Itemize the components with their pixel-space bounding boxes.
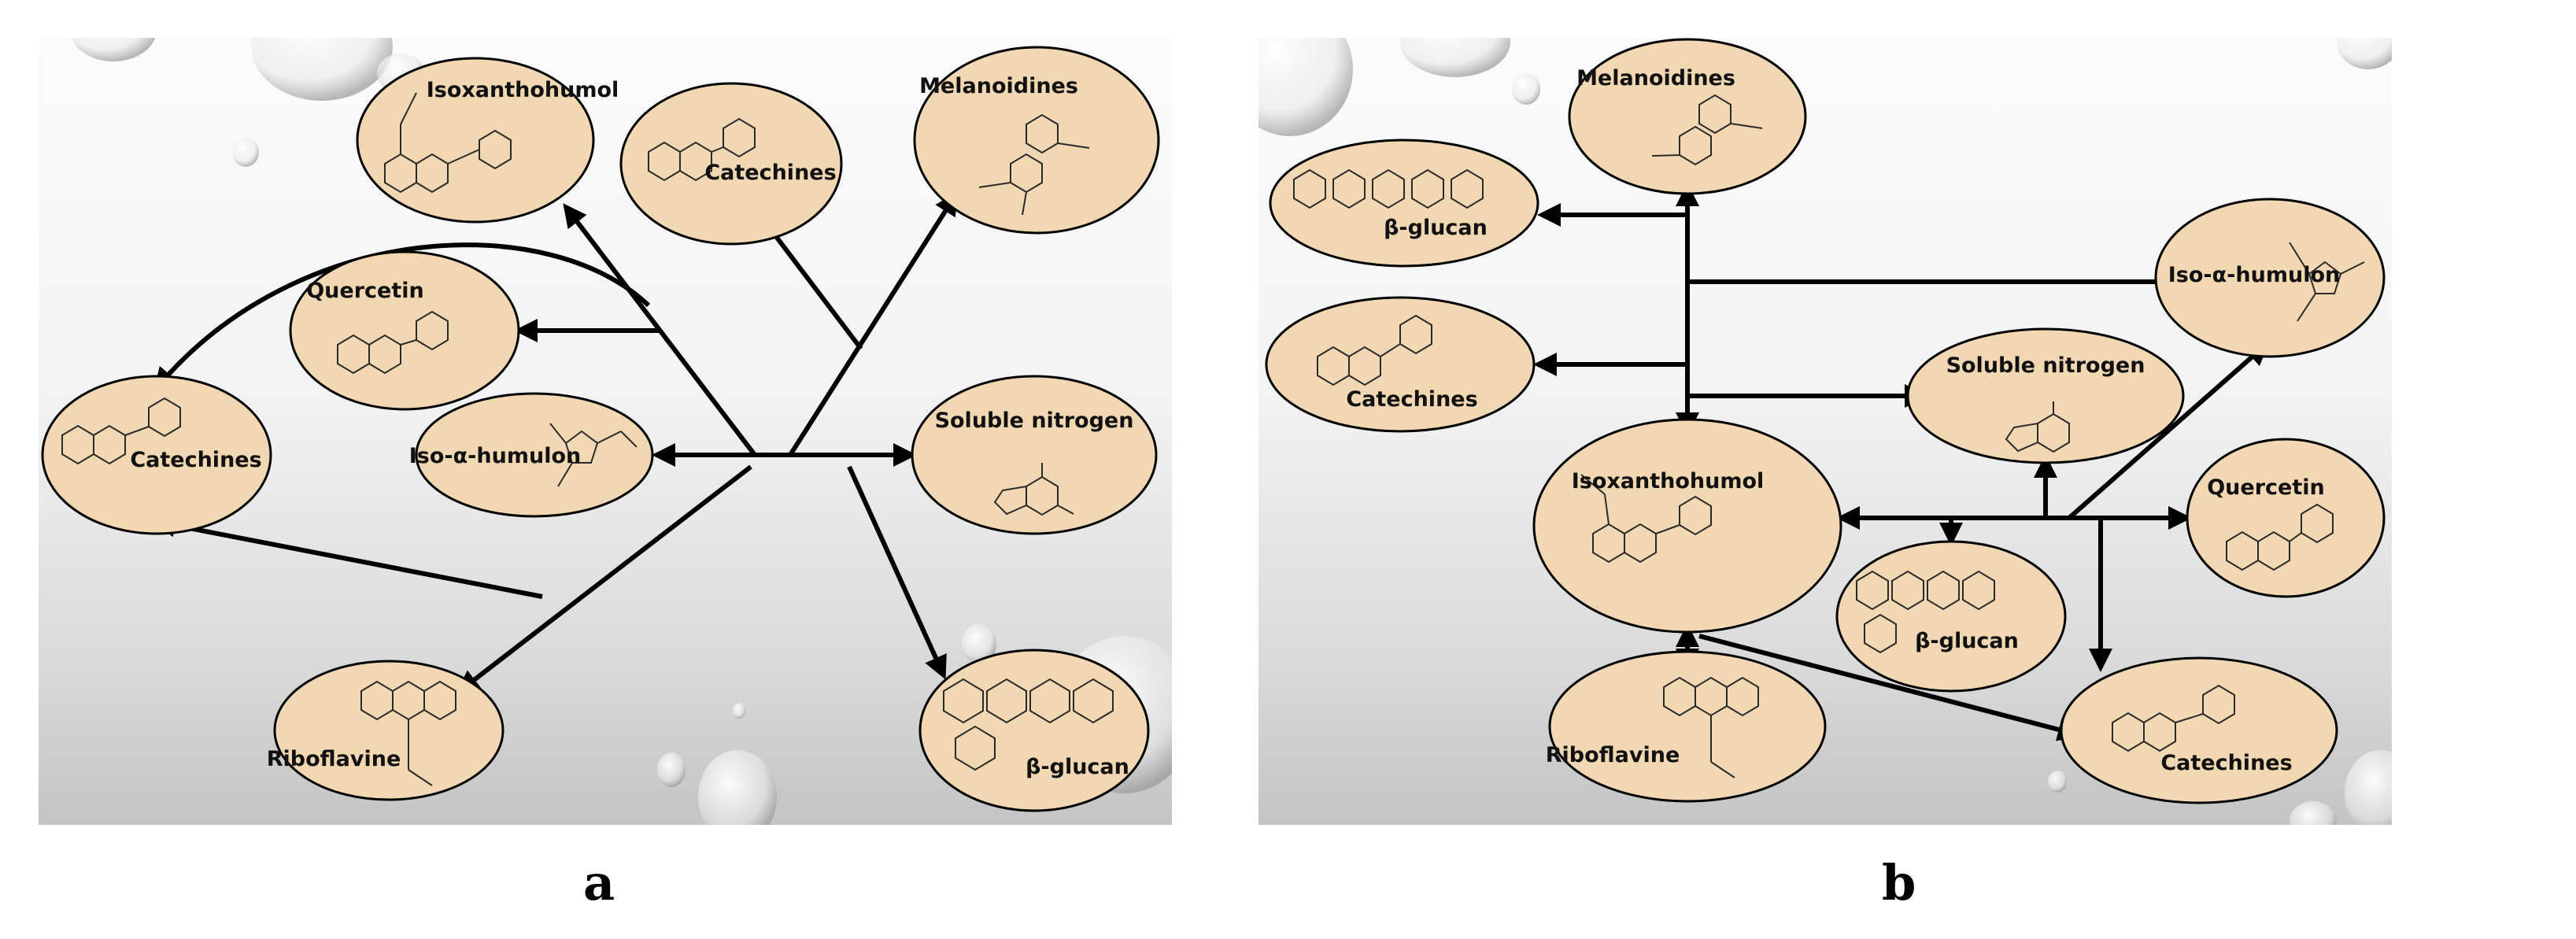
stem-to-riboflavine [456, 464, 752, 694]
node-melanoidines: Melanoidines [1568, 38, 1807, 195]
molecule-icon [2005, 401, 2070, 453]
stem-to-melanoidines [788, 190, 959, 457]
node-label: Quercetin [306, 279, 424, 303]
diagram-panel-b: Melanoidines β-glucan Iso-α-humulon [1258, 38, 2392, 825]
node-riboflavine: Riboflavine [267, 660, 504, 801]
stem-to-catechines-top [759, 215, 863, 350]
diagonal-to-iso-alpha-humulon [2068, 342, 2270, 520]
node-label: Soluble nitrogen [935, 409, 1134, 433]
molecule-icon [1663, 676, 1759, 778]
node-beta-glucan-mid: β-glucan [1835, 540, 2067, 693]
molecule-icon [61, 397, 181, 465]
panel-a-canvas: Isoxanthohumol Catechines Melanoidines [41, 38, 1172, 825]
molecule-icon [1651, 94, 1763, 166]
molecule-icon [1856, 570, 1995, 654]
molecule-icon [993, 463, 1074, 516]
node-riboflavine: Riboflavine [1546, 650, 1827, 803]
panel-b-canvas: Melanoidines β-glucan Iso-α-humulon [1258, 38, 2392, 825]
molecule-icon [943, 678, 1114, 771]
node-label: Catechines [704, 161, 836, 185]
connector-lines [1533, 183, 2270, 741]
node-soluble-nitrogen: Soluble nitrogen [911, 375, 1158, 535]
node-beta-glucan-top: β-glucan [1269, 139, 1539, 268]
node-label: Melanoidines [919, 74, 1078, 98]
connector-lines [152, 190, 959, 694]
node-label: Soluble nitrogen [1946, 353, 2145, 378]
molecule-icon [2226, 503, 2334, 571]
node-catechines-right: Catechines [2060, 656, 2338, 804]
curve-to-catechines-left [153, 242, 651, 392]
molecule-icon [1317, 314, 1432, 386]
molecule-icon [549, 423, 638, 487]
molecule-icon [384, 92, 512, 194]
node-label: Riboflavine [1546, 743, 1680, 767]
node-label: Catechines [2160, 751, 2292, 775]
node-soluble-nitrogen: Soluble nitrogen [1906, 327, 2185, 464]
node-isoxanthohumol: Isoxanthohumol [1532, 418, 1842, 634]
node-label: Catechines [130, 448, 261, 472]
stem-to-beta-glucan [847, 465, 947, 680]
arrow-to-catechines-right [1698, 634, 2082, 741]
panel-caption-a: a [583, 854, 615, 911]
node-catechines-top: Catechines [619, 82, 843, 246]
node-label: Iso-α-humulon [2168, 263, 2340, 287]
node-quercetin: Quercetin [289, 250, 520, 411]
molecule-icon [360, 680, 456, 786]
node-label: Isoxanthohumol [427, 78, 619, 102]
molecule-icon [648, 117, 756, 182]
node-melanoidines: Melanoidines [913, 46, 1160, 235]
node-beta-glucan: β-glucan [918, 649, 1150, 812]
node-label: Quercetin [2207, 475, 2325, 500]
node-isoxanthohumol: Isoxanthohumol [356, 57, 619, 224]
node-quercetin: Quercetin [2186, 438, 2386, 598]
node-label: Isoxanthohumol [1572, 469, 1765, 494]
node-catechines-left: Catechines [1265, 296, 1536, 433]
node-label: β-glucan [1384, 216, 1488, 240]
background-droplets [1258, 38, 2392, 825]
node-label: β-glucan [1915, 629, 2019, 653]
molecule-icon [2289, 242, 2365, 322]
molecule-icon [1293, 168, 1484, 209]
arrow-to-catechines-left-lower [152, 513, 543, 599]
node-iso-alpha-humulon: Iso-α-humulon [409, 392, 654, 518]
molecule-icon [337, 310, 449, 375]
diagram-panel-a: Isoxanthohumol Catechines Melanoidines [39, 38, 1172, 825]
node-label: Melanoidines [1576, 66, 1735, 91]
node-label: Iso-α-humulon [409, 444, 581, 468]
node-iso-alpha-humulon: Iso-α-humulon [2154, 198, 2386, 358]
molecule-icon [1580, 474, 1712, 564]
node-label: Riboflavine [267, 747, 401, 771]
node-label: Catechines [1346, 387, 1477, 412]
molecule-icon [2112, 684, 2235, 752]
molecule-icon [978, 113, 1090, 216]
panel-caption-b: b [1882, 854, 1916, 911]
node-label: β-glucan [1026, 755, 1129, 779]
node-catechines-left: Catechines [41, 375, 272, 535]
